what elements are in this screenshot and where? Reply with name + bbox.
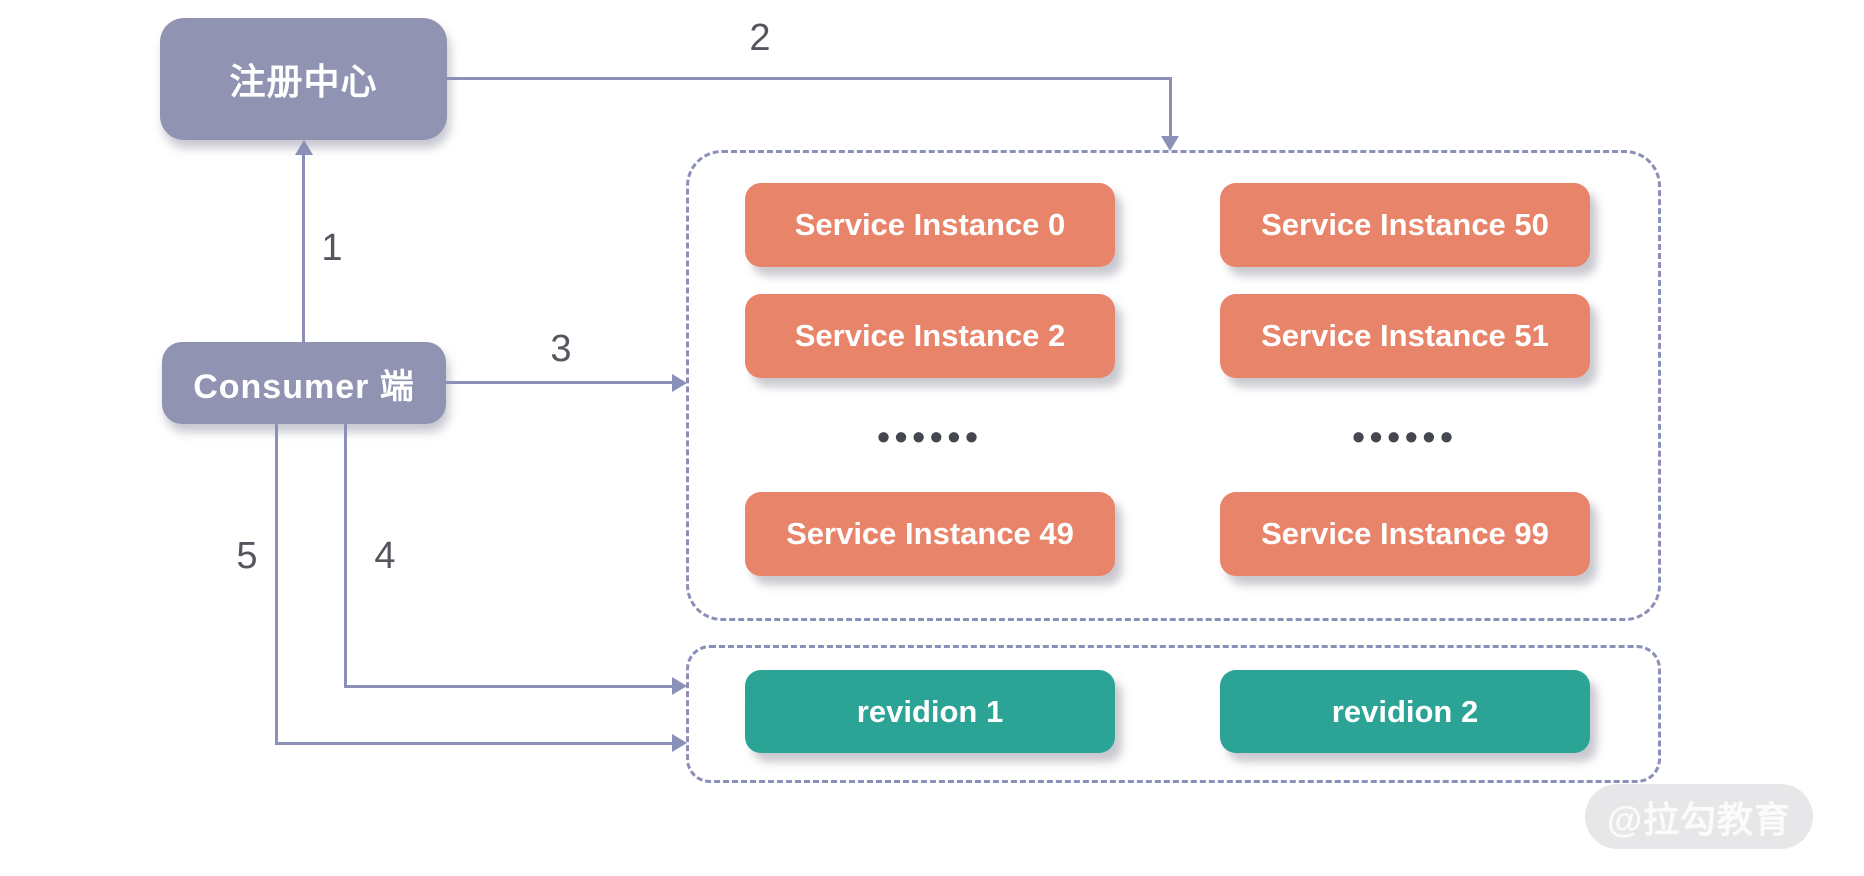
service-instance-box: Service Instance 51 [1220, 294, 1590, 378]
arrow-2-horizontal-line [447, 77, 1172, 80]
watermark-badge: @拉勾教育 [1585, 784, 1813, 849]
service-instance-box: Service Instance 99 [1220, 492, 1590, 576]
service-cluster-container [686, 150, 1661, 621]
service-instance-box: Service Instance 0 [745, 183, 1115, 267]
arrow-5-horizontal-line [275, 742, 672, 745]
arrow-4-label: 4 [374, 535, 396, 577]
arrow-1-head-icon [295, 140, 313, 155]
arrow-3-label: 3 [550, 328, 572, 370]
ellipsis-left: •••••• [877, 416, 983, 457]
arrow-1-label: 1 [321, 227, 343, 269]
arrow-3-head-icon [672, 374, 687, 392]
arrow-5-vertical-line [275, 424, 278, 744]
service-instance-box: Service Instance 2 [745, 294, 1115, 378]
revision-group-container [686, 645, 1661, 783]
arrow-1-line [302, 153, 305, 342]
consumer-node: Consumer 端 [162, 342, 446, 424]
revision-box: revidion 1 [745, 670, 1115, 753]
service-instance-box: Service Instance 50 [1220, 183, 1590, 267]
arrow-3-line [446, 381, 672, 384]
arrow-2-label: 2 [749, 17, 771, 59]
revision-box: revidion 2 [1220, 670, 1590, 753]
arrow-2-vertical-line [1169, 77, 1172, 137]
arrow-2-head-icon [1161, 136, 1179, 151]
arrow-5-label: 5 [236, 535, 258, 577]
arrow-5-head-icon [672, 734, 687, 752]
arrow-4-head-icon [672, 677, 687, 695]
arrow-4-vertical-line [344, 424, 347, 687]
service-instance-box: Service Instance 49 [745, 492, 1115, 576]
ellipsis-right: •••••• [1352, 416, 1458, 457]
arrow-4-horizontal-line [344, 685, 672, 688]
registry-center-node: 注册中心 [160, 18, 447, 140]
